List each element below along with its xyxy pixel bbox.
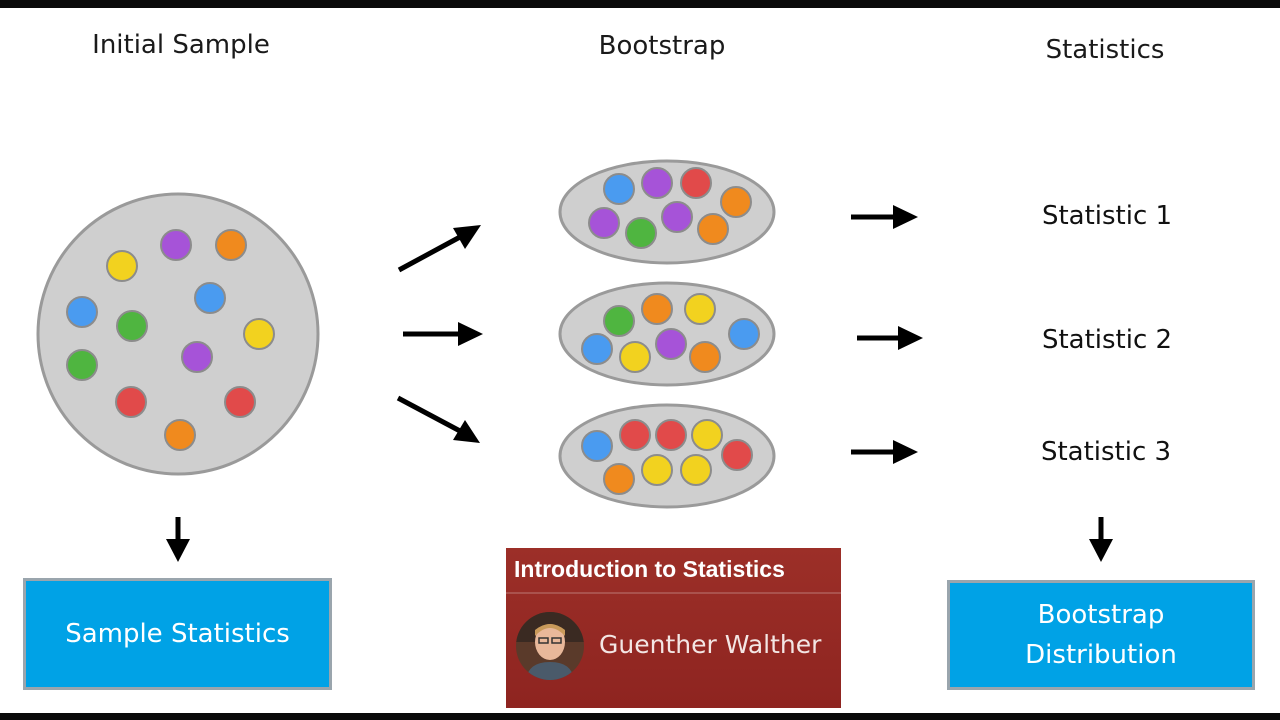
ball-green bbox=[625, 217, 657, 249]
ball-orange bbox=[689, 341, 721, 373]
top-border bbox=[0, 0, 1280, 8]
ball-orange bbox=[603, 463, 635, 495]
ball-orange bbox=[164, 419, 196, 451]
ball-blue bbox=[603, 173, 635, 205]
statistic-3-label: Statistic 3 bbox=[1040, 437, 1172, 467]
ball-red bbox=[619, 419, 651, 451]
arrow-right-icon bbox=[851, 205, 918, 229]
sample-statistics-label: Sample Statistics bbox=[65, 618, 290, 649]
ball-purple bbox=[641, 167, 673, 199]
ball-blue bbox=[66, 296, 98, 328]
ball-red bbox=[721, 439, 753, 471]
ball-yellow bbox=[619, 341, 651, 373]
ball-blue bbox=[194, 282, 226, 314]
ball-purple bbox=[661, 201, 693, 233]
card-divider bbox=[506, 592, 841, 594]
bootstrap-distribution-line2: Distribution bbox=[1025, 640, 1177, 670]
ball-red bbox=[655, 419, 687, 451]
presenter-name: Guenther Walther bbox=[599, 630, 822, 659]
ball-yellow bbox=[680, 454, 712, 486]
initial-sample-balls bbox=[66, 229, 275, 451]
ball-blue bbox=[728, 318, 760, 350]
bootstrap-distribution-line1: Bootstrap bbox=[1037, 599, 1165, 630]
ball-purple bbox=[181, 341, 213, 373]
ball-green bbox=[116, 310, 148, 342]
bootstrap-distribution-box: Bootstrap Distribution bbox=[947, 580, 1255, 690]
ball-purple bbox=[588, 207, 620, 239]
avatar bbox=[516, 612, 584, 680]
arrow-right-icon bbox=[396, 395, 480, 443]
course-title-card: Introduction to Statistics Guenther Walt… bbox=[506, 548, 841, 708]
statistics-heading: Statistics bbox=[1045, 35, 1165, 65]
ball-yellow bbox=[106, 250, 138, 282]
bottom-border bbox=[0, 713, 1280, 720]
ball-red bbox=[115, 386, 147, 418]
ball-yellow bbox=[691, 419, 723, 451]
arrow-down-icon bbox=[166, 517, 190, 562]
course-title: Introduction to Statistics bbox=[514, 556, 785, 582]
arrow-down-icon bbox=[1089, 517, 1113, 562]
ball-green bbox=[603, 305, 635, 337]
ball-orange bbox=[720, 186, 752, 218]
arrow-right-icon bbox=[857, 326, 923, 350]
ball-red bbox=[224, 386, 256, 418]
ball-yellow bbox=[684, 293, 716, 325]
ball-orange bbox=[697, 213, 729, 245]
bootstrap-heading: Bootstrap bbox=[598, 31, 726, 61]
ball-red bbox=[680, 167, 712, 199]
statistic-2-label: Statistic 2 bbox=[1041, 325, 1173, 355]
ball-blue bbox=[581, 333, 613, 365]
arrow-right-icon bbox=[403, 322, 483, 346]
ball-purple bbox=[160, 229, 192, 261]
ball-green bbox=[66, 349, 98, 381]
initial-sample-heading: Initial Sample bbox=[92, 30, 270, 60]
ball-orange bbox=[641, 293, 673, 325]
sample-statistics-box: Sample Statistics bbox=[23, 578, 332, 690]
arrow-right-icon bbox=[851, 440, 918, 464]
ball-yellow bbox=[243, 318, 275, 350]
bootstrap-balls bbox=[581, 167, 760, 495]
ball-blue bbox=[581, 430, 613, 462]
ball-orange bbox=[215, 229, 247, 261]
ball-purple bbox=[655, 328, 687, 360]
arrow-right-icon bbox=[397, 225, 481, 273]
statistic-1-label: Statistic 1 bbox=[1041, 201, 1173, 231]
ball-yellow bbox=[641, 454, 673, 486]
